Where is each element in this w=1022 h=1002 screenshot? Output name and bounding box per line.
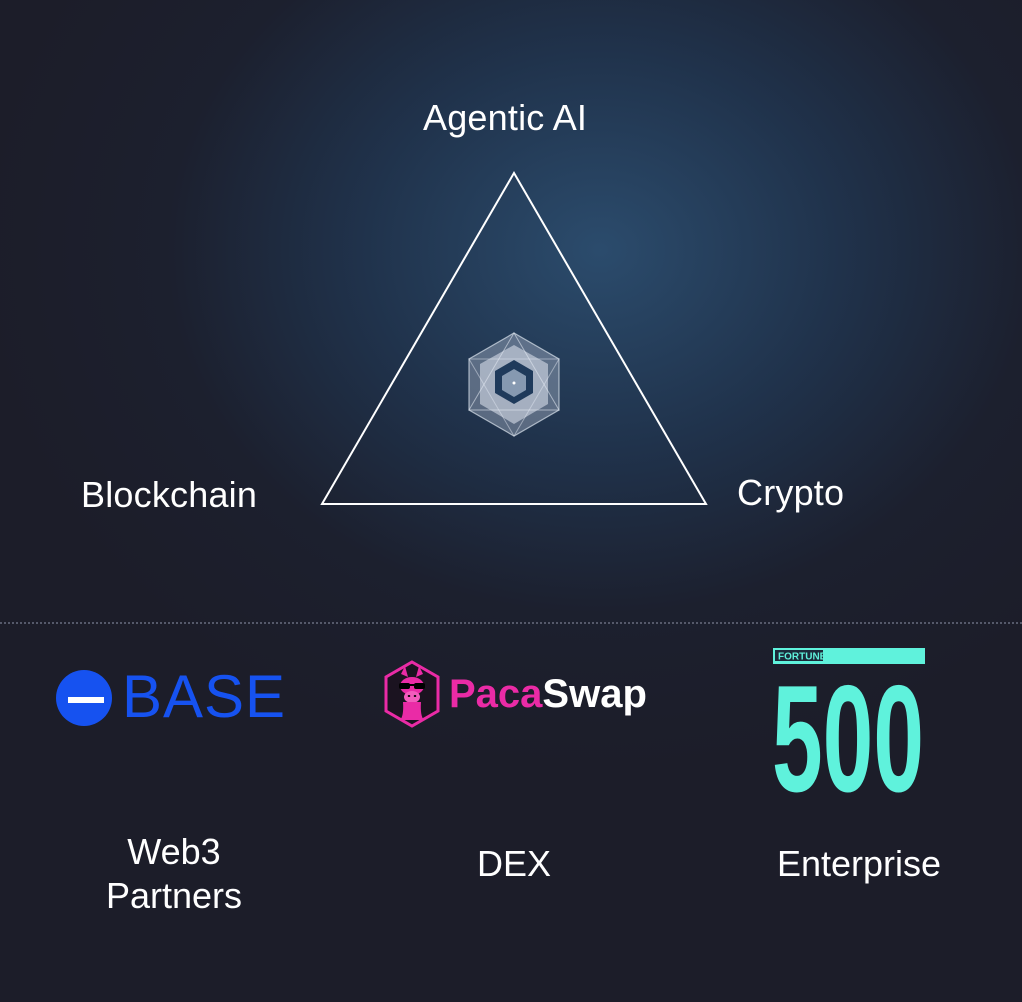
caption-web3-partners: Web3 Partners	[105, 831, 243, 916]
triangle-outline	[320, 171, 708, 505]
base-wordmark: BASE	[122, 663, 287, 730]
caption-dex: DEX	[476, 843, 552, 884]
triangle-diagram	[320, 171, 708, 505]
label-agentic-ai: Agentic AI	[423, 97, 588, 138]
pacaswap-alpaca-icon	[384, 660, 440, 728]
svg-text:FORTUNE: FORTUNE	[778, 652, 827, 663]
svg-text:500: 500	[773, 654, 924, 793]
pacaswap-logo: PacaSwap	[382, 660, 662, 730]
base-logo: BASE	[54, 663, 294, 730]
dotted-divider	[0, 622, 1022, 624]
fortune-500-logo: FORTUNE 500	[773, 648, 925, 793]
base-logo-icon	[56, 670, 112, 726]
label-blockchain: Blockchain	[81, 474, 258, 515]
caption-enterprise: Enterprise	[776, 843, 942, 884]
label-crypto: Crypto	[737, 472, 845, 513]
pacaswap-wordmark: PacaSwap	[449, 672, 647, 716]
hexagon-emblem-icon	[468, 332, 560, 437]
